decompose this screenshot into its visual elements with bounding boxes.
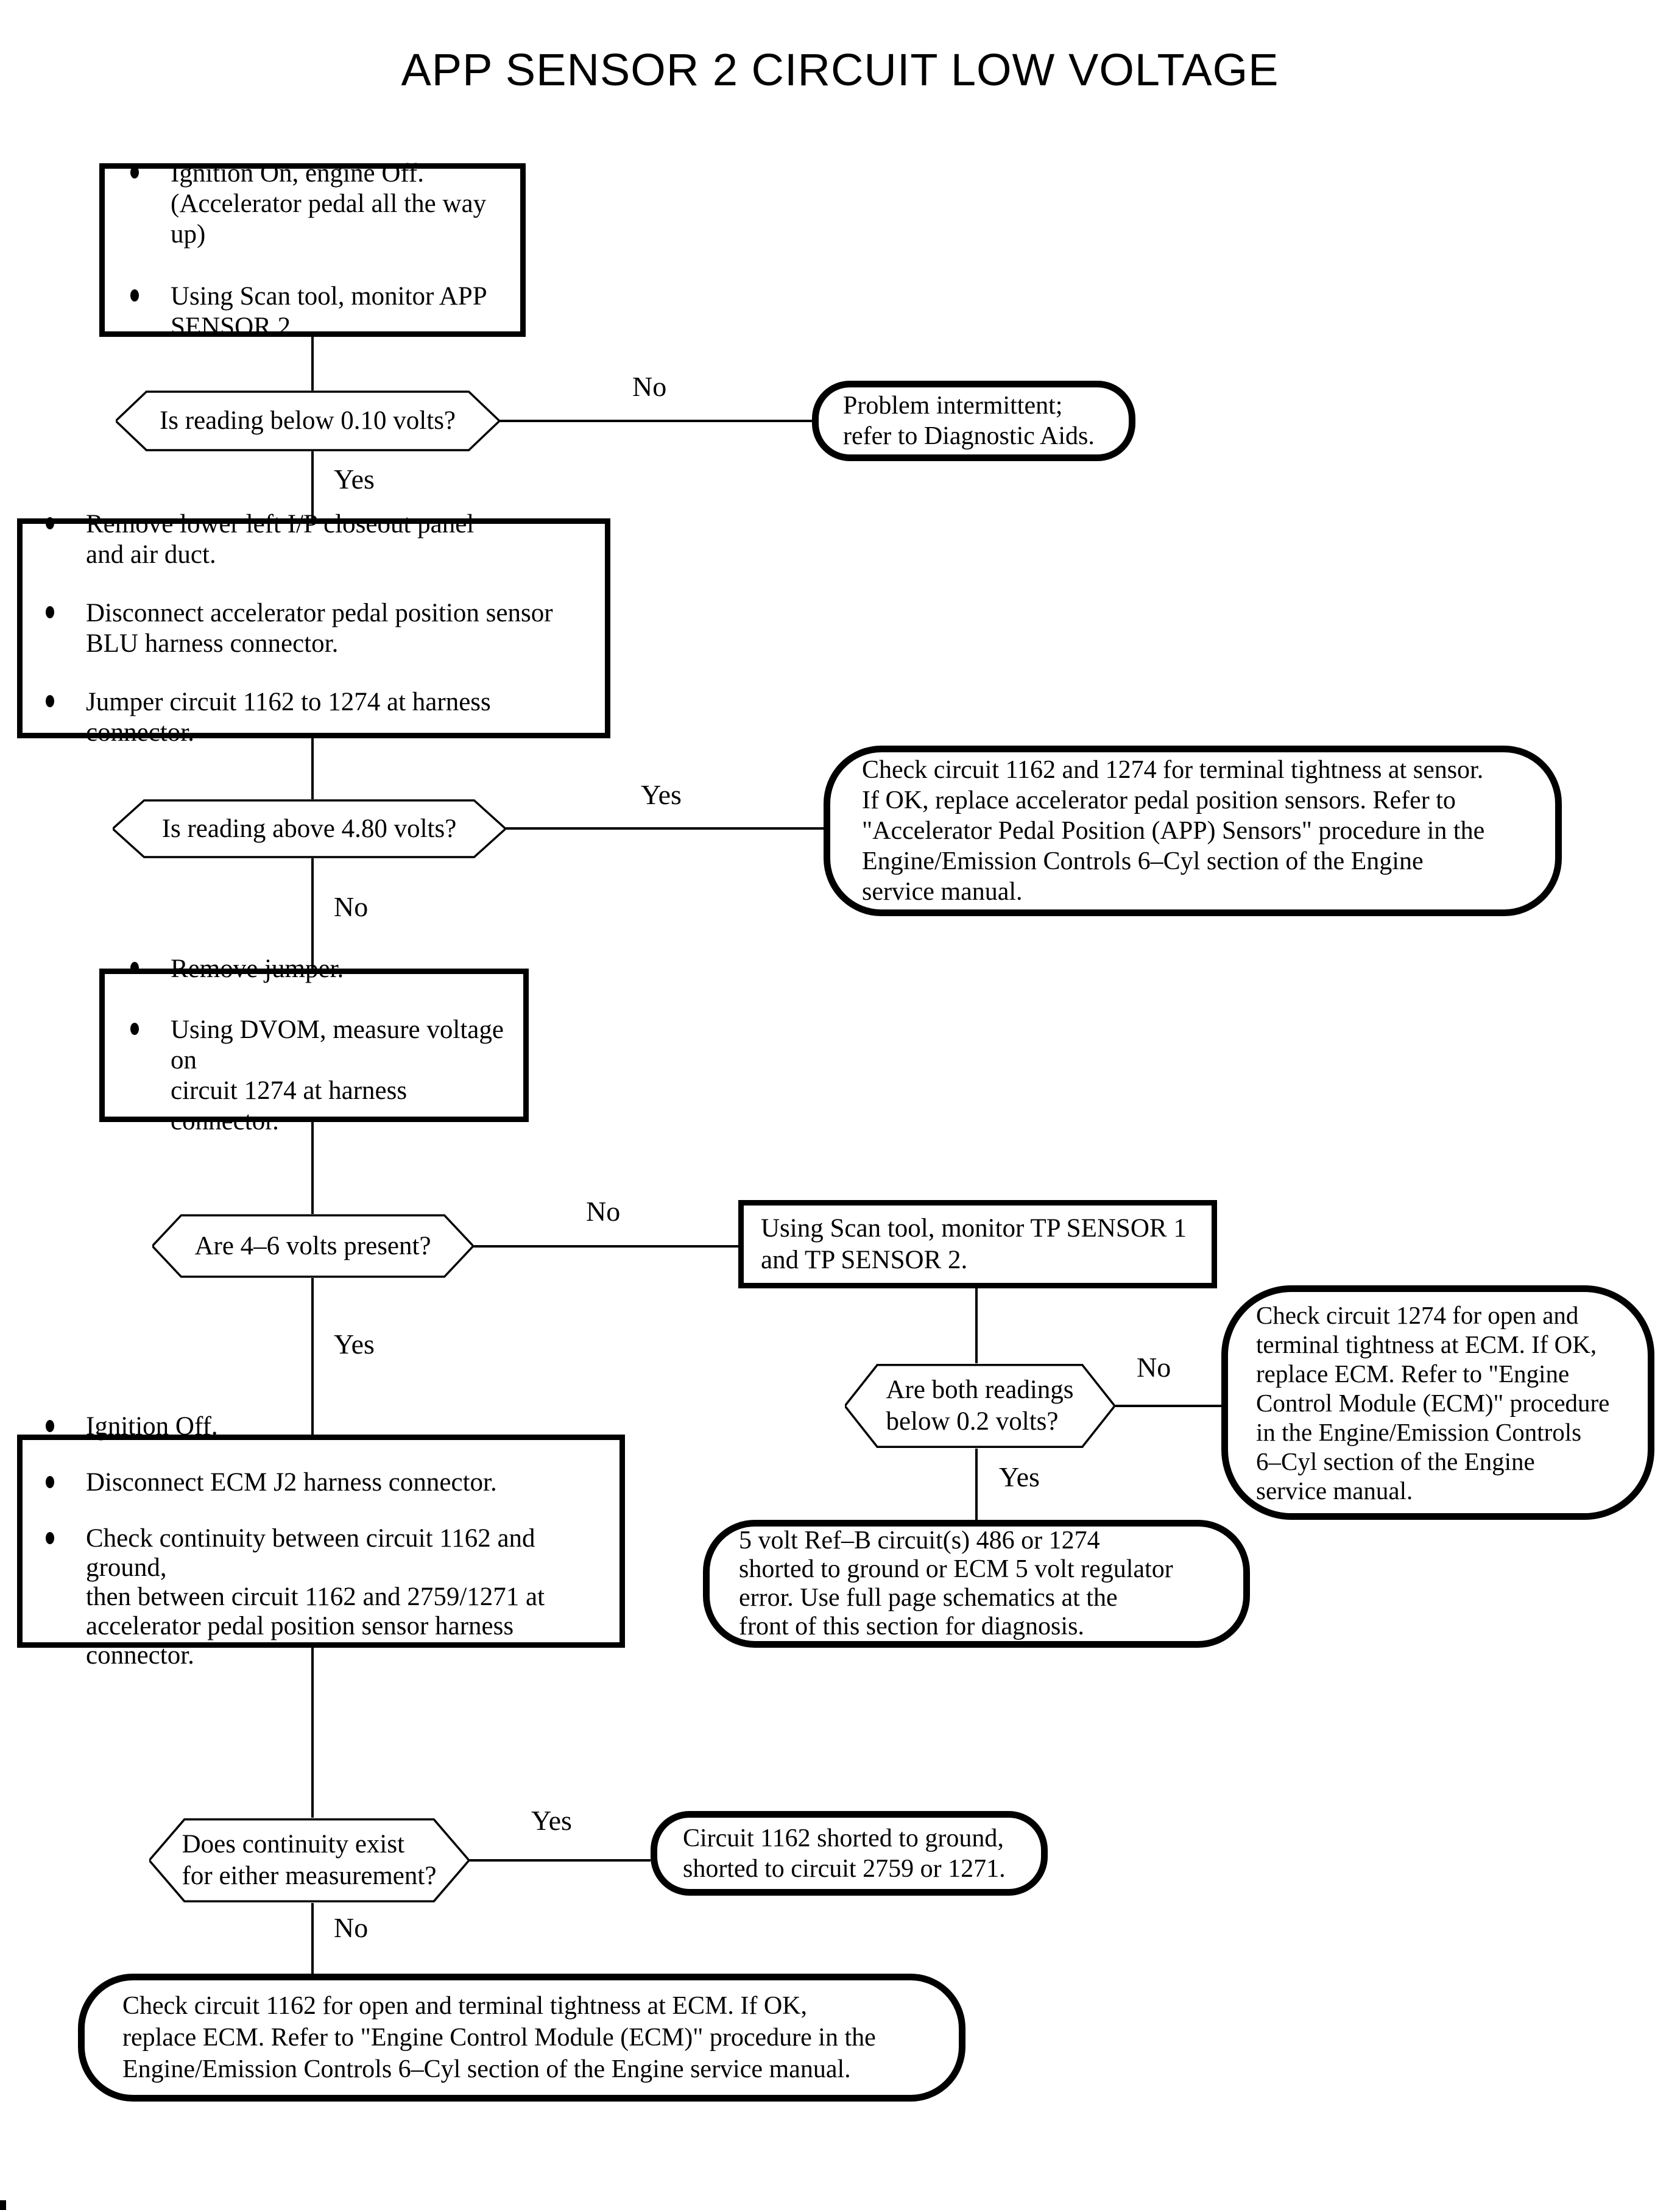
hexagon-shape (149, 1818, 469, 1903)
connector-line (975, 1288, 978, 1363)
terminal-check-circuit-1274: Check circuit 1274 for open and terminal… (1221, 1285, 1654, 1520)
list-item: Using DVOM, measure voltage on circuit 1… (130, 1015, 517, 1137)
edge-label-yes: Yes (641, 779, 682, 810)
connector-line (506, 827, 824, 830)
bullet-text: Ignition On, engine Off. (Accelerator pe… (171, 158, 487, 249)
bullet-icon (46, 605, 54, 618)
edge-label-no: No (632, 371, 667, 402)
scan-artifact (0, 2200, 6, 2210)
bullet-text: Using Scan tool, monitor APP SENSOR 2. (171, 281, 487, 341)
step-box-monitor-tp-sensors: Using Scan tool, monitor TP SENSOR 1 and… (738, 1200, 1217, 1288)
list-item: Ignition On, engine Off. (Accelerator pe… (130, 158, 514, 250)
edge-label-yes: Yes (334, 464, 375, 495)
connector-line (311, 1122, 314, 1214)
step-box-jumper-circuit: Remove lower left I/P closeout panel and… (17, 510, 610, 747)
hexagon-shape (116, 390, 499, 451)
connector-line (311, 1903, 314, 1974)
list-item: Ignition Off. (46, 1412, 616, 1441)
terminal-replace-app-sensors: Check circuit 1162 and 1274 for terminal… (824, 746, 1562, 916)
terminal-text: 5 volt Ref–B circuit(s) 486 or 1274 shor… (739, 1527, 1173, 1640)
decision-text: Are both readings below 0.2 volts? (886, 1375, 1074, 1436)
list-item: Check continuity between circuit 1162 an… (46, 1524, 616, 1670)
hexagon-shape (845, 1363, 1115, 1449)
list-item: Remove jumper. (130, 954, 517, 984)
decision-text: Are 4–6 volts present? (194, 1231, 431, 1260)
decision-4-6-volts-present: Are 4–6 volts present? (152, 1214, 473, 1278)
step-box-check-continuity: Ignition Off. Disconnect ECM J2 harness … (17, 1412, 625, 1670)
list-item: Disconnect accelerator pedal position se… (46, 598, 599, 659)
edge-label-yes: Yes (334, 1329, 375, 1360)
connector-line (311, 1278, 314, 1435)
bullet-icon (46, 1532, 54, 1544)
connector-line (311, 1648, 314, 1818)
connector-line (311, 738, 314, 799)
connector-line (311, 337, 314, 390)
bullet-icon (130, 1023, 139, 1035)
terminal-text: Check circuit 1162 and 1274 for terminal… (862, 756, 1485, 906)
bullet-icon (46, 1420, 54, 1432)
bullet-text: Jumper circuit 1162 to 1274 at harness c… (86, 687, 491, 747)
hexagon-shape (113, 799, 506, 858)
terminal-text: Circuit 1162 shorted to ground, shorted … (683, 1824, 1006, 1883)
terminal-problem-intermittent: Problem intermittent; refer to Diagnosti… (812, 381, 1135, 461)
connector-line (1115, 1405, 1221, 1407)
bullet-icon (46, 517, 54, 529)
terminal-text: Check circuit 1162 for open and terminal… (122, 1992, 876, 2083)
list-item: Remove lower left I/P closeout panel and… (46, 509, 599, 570)
terminal-circuit-1162-shorted: Circuit 1162 shorted to ground, shorted … (651, 1811, 1048, 1896)
step-box-monitor-app-sensor: Ignition On, engine Off. (Accelerator pe… (99, 159, 526, 341)
list-item: Disconnect ECM J2 harness connector. (46, 1468, 616, 1497)
diagram-title: APP SENSOR 2 CIRCUIT LOW VOLTAGE (401, 44, 1279, 95)
decision-text: Is reading below 0.10 volts? (159, 406, 456, 435)
bullet-text: Disconnect ECM J2 harness connector. (86, 1468, 497, 1497)
terminal-5volt-ref-b-short: 5 volt Ref–B circuit(s) 486 or 1274 shor… (703, 1520, 1250, 1648)
connector-line (311, 858, 314, 969)
edge-label-yes: Yes (531, 1805, 572, 1836)
bullet-text: Using DVOM, measure voltage on circuit 1… (171, 1015, 504, 1135)
terminal-text: Problem intermittent; refer to Diagnosti… (843, 392, 1095, 450)
terminal-text: Check circuit 1274 for open and terminal… (1256, 1301, 1610, 1505)
connector-line (473, 1245, 738, 1248)
bullet-icon (46, 1476, 54, 1488)
connector-line (311, 451, 314, 518)
bullet-icon (130, 289, 139, 302)
decision-continuity-exists: Does continuity exist for either measure… (149, 1818, 469, 1903)
step-text: Using Scan tool, monitor TP SENSOR 1 and… (761, 1213, 1187, 1274)
edge-label-yes: Yes (999, 1461, 1040, 1492)
decision-text: Does continuity exist for either measure… (182, 1830, 437, 1890)
connector-line (469, 1859, 651, 1862)
bullet-text: Check continuity between circuit 1162 an… (86, 1524, 545, 1670)
bullet-icon (130, 166, 139, 178)
bullet-text: Ignition Off. (86, 1412, 218, 1441)
edge-label-no: No (1137, 1352, 1171, 1383)
bullet-text: Remove jumper. (171, 955, 344, 983)
edge-label-no: No (334, 1912, 369, 1943)
bullet-text: Disconnect accelerator pedal position se… (86, 598, 553, 658)
edge-label-no: No (334, 891, 369, 922)
edge-label-no: No (586, 1196, 621, 1227)
list-item: Using Scan tool, monitor APP SENSOR 2. (130, 281, 514, 342)
step-box-remove-jumper: Remove jumper. Using DVOM, measure volta… (99, 955, 529, 1135)
connector-line (499, 420, 812, 422)
bullet-text: Remove lower left I/P closeout panel and… (86, 509, 475, 569)
decision-reading-above-480: Is reading above 4.80 volts? (113, 799, 506, 858)
terminal-check-circuit-1162: Check circuit 1162 for open and terminal… (78, 1974, 965, 2102)
decision-both-readings-below-02: Are both readings below 0.2 volts? (845, 1363, 1115, 1449)
list-item: Jumper circuit 1162 to 1274 at harness c… (46, 687, 599, 748)
bullet-icon (46, 694, 54, 707)
decision-reading-below-010: Is reading below 0.10 volts? (116, 390, 499, 451)
connector-line (975, 1449, 978, 1520)
bullet-icon (130, 962, 139, 974)
hexagon-shape (152, 1214, 473, 1278)
decision-text: Is reading above 4.80 volts? (161, 814, 457, 843)
